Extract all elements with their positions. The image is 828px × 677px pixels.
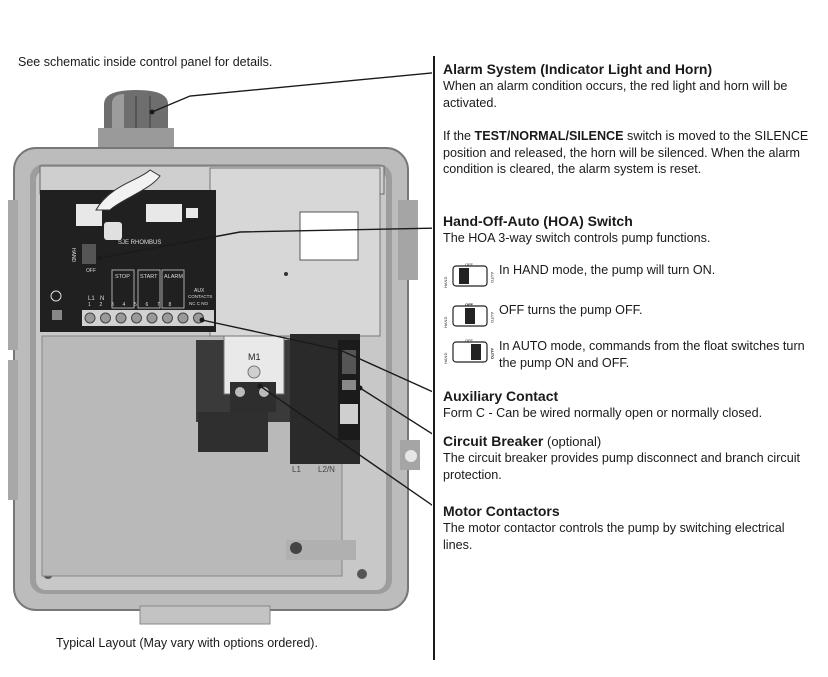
terminal-screw bbox=[84, 312, 96, 324]
hoa-text: The HOA 3-way switch controls pump funct… bbox=[443, 231, 711, 245]
n-label: N bbox=[100, 296, 104, 302]
alarm-label: ALARM bbox=[164, 274, 183, 280]
contacts-label: CONTACTS bbox=[188, 294, 212, 299]
svg-text:OFF: OFF bbox=[465, 338, 474, 343]
leader-lines bbox=[99, 72, 432, 506]
hoa-title: Hand-Off-Auto (HOA) Switch bbox=[443, 213, 633, 229]
svg-text:HAND: HAND bbox=[443, 353, 448, 364]
m1-label: M1 bbox=[248, 352, 261, 362]
hoa-section: Hand-Off-Auto (HOA) Switch The HOA 3-way… bbox=[443, 213, 815, 247]
svg-text:OFF: OFF bbox=[465, 302, 474, 307]
schematic-note: See schematic inside control panel for d… bbox=[18, 55, 273, 69]
ground-bar bbox=[286, 540, 356, 560]
svg-text:HAND: HAND bbox=[443, 277, 448, 288]
l1-bottom-label: L1 bbox=[292, 465, 301, 474]
terminal-number: 6 bbox=[146, 302, 149, 308]
svg-text:AUTO: AUTO bbox=[490, 272, 495, 283]
start-label: START bbox=[140, 274, 158, 280]
circuit-board: SJE RHOMBUS HAND OFF STOP START ALARM AU… bbox=[40, 190, 216, 332]
breaker-title: Circuit Breaker (optional) bbox=[443, 433, 602, 449]
stop-label: STOP bbox=[115, 274, 130, 280]
l2n-label: L2/N bbox=[318, 465, 335, 474]
hoa-mode-hand-text: In HAND mode, the pump will turn ON. bbox=[499, 263, 716, 277]
meter-bracket bbox=[209, 167, 381, 337]
svg-text:OFF: OFF bbox=[465, 262, 474, 267]
aux-title: Auxiliary Contact bbox=[443, 388, 559, 404]
terminal-block bbox=[198, 412, 268, 452]
circuit-breaker: L1 L2/N bbox=[290, 334, 360, 474]
aux-text: Form C - Can be wired normally open or n… bbox=[443, 406, 763, 420]
terminal-screw bbox=[162, 312, 173, 324]
alarm-section: Alarm System (Indicator Light and Horn) … bbox=[443, 61, 815, 178]
hoa-mode-auto-text: In AUTO mode, commands from the float sw… bbox=[499, 339, 805, 370]
motor-contactor: M1 bbox=[196, 335, 290, 422]
layout-caption: Typical Layout (May vary with options or… bbox=[56, 636, 318, 650]
svg-text:HAND: HAND bbox=[443, 317, 448, 328]
terminal-screw bbox=[131, 312, 142, 324]
hoa-switch-auto-icon: HAND OFF AUTO bbox=[443, 338, 495, 364]
hoa-mode-off-text: OFF turns the pump OFF. bbox=[499, 303, 643, 317]
contactor-section: Motor Contactors The motor contactor con… bbox=[443, 503, 815, 553]
breaker-text: The circuit breaker provides pump discon… bbox=[443, 451, 800, 482]
aux-label: AUX bbox=[194, 288, 205, 294]
svg-text:AUTO: AUTO bbox=[490, 312, 495, 323]
terminal-screw bbox=[177, 312, 189, 324]
terminal-number: 8 bbox=[169, 302, 172, 308]
svg-text:AUTO: AUTO bbox=[490, 348, 495, 359]
breaker-section: Circuit Breaker (optional) The circuit b… bbox=[443, 433, 815, 483]
terminal-screw bbox=[100, 312, 111, 324]
alarm-text-1: When an alarm condition occurs, the red … bbox=[443, 79, 788, 110]
terminal-screw bbox=[115, 312, 127, 324]
terminal-number: 1 bbox=[88, 302, 91, 308]
terminal-number: 5 bbox=[134, 302, 137, 308]
contactor-text: The motor contactor controls the pump by… bbox=[443, 521, 785, 552]
aux-section: Auxiliary Contact Form C - Can be wired … bbox=[443, 388, 815, 422]
hand-label-board: HAND bbox=[70, 248, 76, 263]
alarm-title: Alarm System (Indicator Light and Horn) bbox=[443, 61, 713, 77]
hoa-switch-hand-icon: HAND OFF AUTO bbox=[443, 262, 495, 288]
l1-label: L1 bbox=[88, 296, 95, 302]
nc-c-no-label: NC C NO bbox=[189, 301, 208, 306]
hoa-switch-off-icon: HAND OFF AUTO bbox=[443, 302, 495, 328]
alarm-text-2: If the TEST/NORMAL/SILENCE switch is mov… bbox=[443, 129, 809, 176]
vertical-divider bbox=[433, 56, 435, 660]
control-panel-illustration: SJE RHOMBUS HAND OFF STOP START ALARM AU… bbox=[8, 72, 432, 625]
brand-label: SJE RHOMBUS bbox=[118, 240, 161, 246]
terminal-number: 3 bbox=[111, 302, 114, 308]
wire-bundle bbox=[95, 169, 161, 211]
off-label-board: OFF bbox=[86, 268, 96, 274]
terminal-screw bbox=[146, 312, 158, 324]
terminal-number: 2 bbox=[100, 302, 103, 308]
terminal-number: 7 bbox=[157, 302, 160, 308]
test-normal-silence-label: TEST/NORMAL/SILENCE bbox=[474, 129, 624, 143]
contactor-title: Motor Contactors bbox=[443, 503, 560, 519]
alarm-beacon bbox=[98, 90, 174, 150]
terminal-number: 4 bbox=[123, 302, 126, 308]
